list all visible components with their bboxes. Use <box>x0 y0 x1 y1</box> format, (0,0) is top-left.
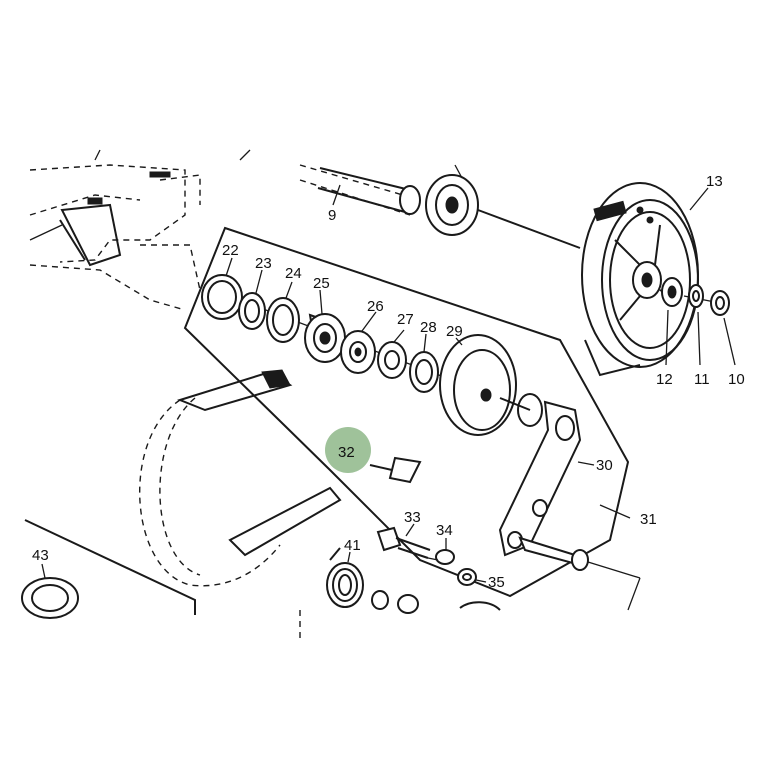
shaft-part-9 <box>299 164 421 216</box>
bearing-upper <box>425 164 581 249</box>
callout-labels: 9 13 22 23 24 25 26 27 28 29 12 11 10 30… <box>32 173 745 591</box>
callout-30: 30 <box>596 457 613 474</box>
callout-10: 10 <box>728 371 745 388</box>
callout-33: 33 <box>404 509 421 526</box>
callout-43: 43 <box>32 547 49 564</box>
callout-28: 28 <box>420 319 437 336</box>
callout-29: 29 <box>446 323 463 340</box>
callout-11: 11 <box>694 371 710 388</box>
idler-assembly-outline <box>183 226 630 598</box>
hardware-parts-10-12 <box>661 277 736 366</box>
highlight-marker <box>325 427 371 473</box>
callout-26: 26 <box>367 298 384 315</box>
idler-parts-22-29 <box>201 257 517 436</box>
callout-22: 22 <box>222 242 239 259</box>
callout-31: 31 <box>640 511 657 528</box>
callout-23: 23 <box>255 255 272 272</box>
callout-27: 27 <box>397 311 414 328</box>
idler-arm-part-30 <box>498 393 641 611</box>
callout-12: 12 <box>656 371 673 388</box>
large-pulley-part-13 <box>581 182 709 377</box>
drive-belt <box>139 369 342 587</box>
callout-25: 25 <box>313 275 330 292</box>
spring-part-41 <box>299 547 501 640</box>
callout-13: 13 <box>706 173 723 190</box>
callout-41: 41 <box>344 537 361 554</box>
callout-35: 35 <box>488 574 505 591</box>
fasteners-33-35 <box>376 523 487 586</box>
chassis-frame <box>29 149 251 311</box>
callout-34: 34 <box>436 522 453 539</box>
callout-9: 9 <box>328 207 336 224</box>
callout-24: 24 <box>285 265 302 282</box>
bracket-part-43 <box>21 519 196 619</box>
belt-guide-part-32 <box>369 456 422 484</box>
callout-32: 32 <box>338 444 355 461</box>
